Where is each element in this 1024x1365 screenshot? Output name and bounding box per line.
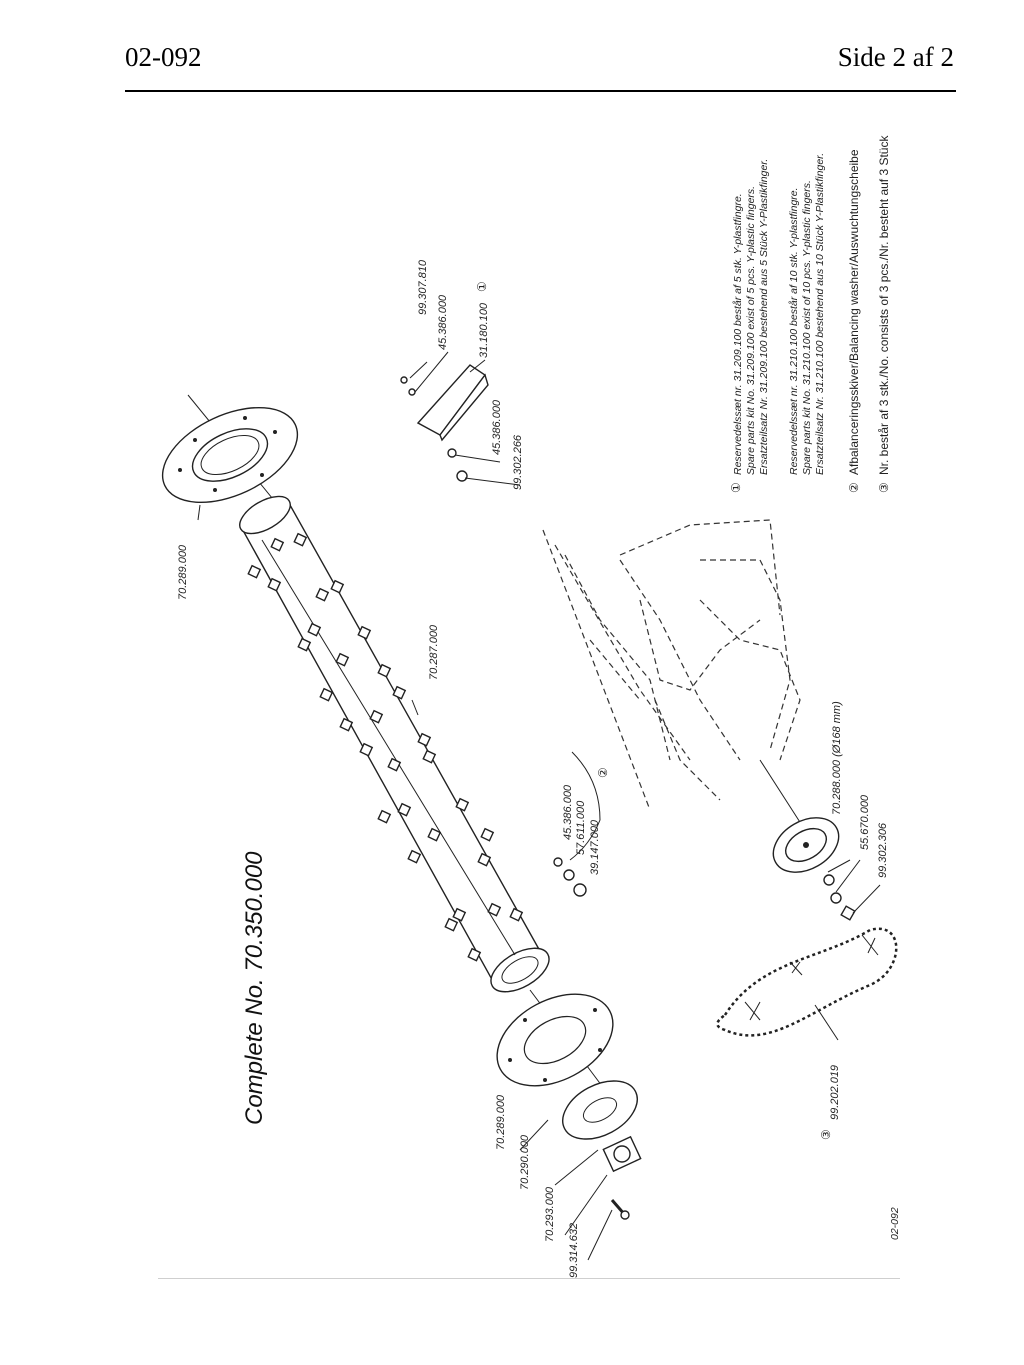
note-2-text: Afbalanceringsskiver/Balancing washer/Au…	[847, 149, 861, 475]
y-fingers	[247, 532, 524, 962]
label-99314632: 99.314.632	[568, 1223, 580, 1278]
callout-2: ②	[596, 767, 610, 778]
leader-lines	[197, 351, 881, 1261]
document-number: 02-092	[125, 42, 202, 72]
callout-3: ③	[819, 1129, 833, 1140]
page-indicator: Side 2 af 2	[837, 42, 954, 72]
rotor-tube	[239, 495, 550, 993]
note-1-line-3: Ersatzteilsatz Nr. 31.209.100 bestehend …	[758, 159, 770, 475]
finger-bracket	[400, 364, 489, 482]
label-45386000-a: 45.386.000	[562, 784, 574, 840]
pulley-washers	[823, 874, 856, 921]
label-45386000-b: 45.386.000	[437, 294, 449, 350]
header-rule	[125, 90, 956, 92]
note-1-line-4: Reservedelssæt nr. 31.210.100 består af …	[788, 187, 800, 475]
bolt	[610, 1199, 630, 1220]
label-31180100: 31.180.100	[478, 302, 490, 358]
note-1-line-6: Ersatzteilsatz Nr. 31.210.100 bestehend …	[814, 153, 826, 475]
top-end-disc	[161, 394, 299, 521]
drawing-id: 02-092	[889, 1207, 901, 1240]
note-1-line-5: Spare parts kit No. 31.210.100 exist of …	[801, 180, 813, 475]
drawing-title: Complete No. 70.350.000	[241, 851, 268, 1125]
label-70290000: 70.290.000	[519, 1134, 531, 1190]
note-1-line-2: Spare parts kit No. 31.209.100 exist of …	[745, 186, 757, 475]
drawing-bottom-border	[158, 1278, 900, 1279]
bottom-end-disc	[496, 989, 621, 1111]
label-70288000: 70.288.000 (Ø168 mm)	[831, 701, 843, 815]
callout-1: ①	[475, 281, 489, 292]
bearing-flange	[602, 1135, 642, 1173]
note-3-marker: ③	[877, 482, 891, 493]
label-70287000: 70.287.000	[428, 624, 440, 680]
washer-stack	[553, 857, 587, 897]
note-1-marker: ①	[729, 482, 743, 493]
label-55670000: 55.670.000	[859, 794, 871, 850]
machine-frame	[542, 519, 801, 811]
label-57611000: 57.611.000	[575, 800, 587, 855]
label-70289000-top: 70.289.000	[177, 544, 189, 600]
label-70293000: 70.293.000	[544, 1186, 556, 1242]
note-2-marker: ②	[847, 482, 861, 493]
label-70289000-bottom: 70.289.000	[495, 1094, 507, 1150]
drive-pulley	[759, 759, 840, 873]
label-99307810: 99.307.810	[417, 259, 429, 315]
label-99302306: 99.302.306	[877, 822, 889, 878]
label-99202019: 99.202.019	[829, 1065, 841, 1120]
label-39147000: 39.147.000	[589, 819, 601, 875]
label-45386000-c: 45.386.000	[491, 399, 503, 455]
drive-chain	[716, 927, 898, 1037]
note-1-line-1: Reservedelssæt nr. 31.209.100 består af …	[732, 193, 744, 475]
note-3-text: Nr. består af 3 stk./No. consists of 3 p…	[877, 135, 891, 475]
chain-sprocket-marks	[744, 934, 879, 1021]
balancing-plate	[562, 1080, 638, 1140]
label-99302266: 99.302.266	[512, 434, 524, 490]
